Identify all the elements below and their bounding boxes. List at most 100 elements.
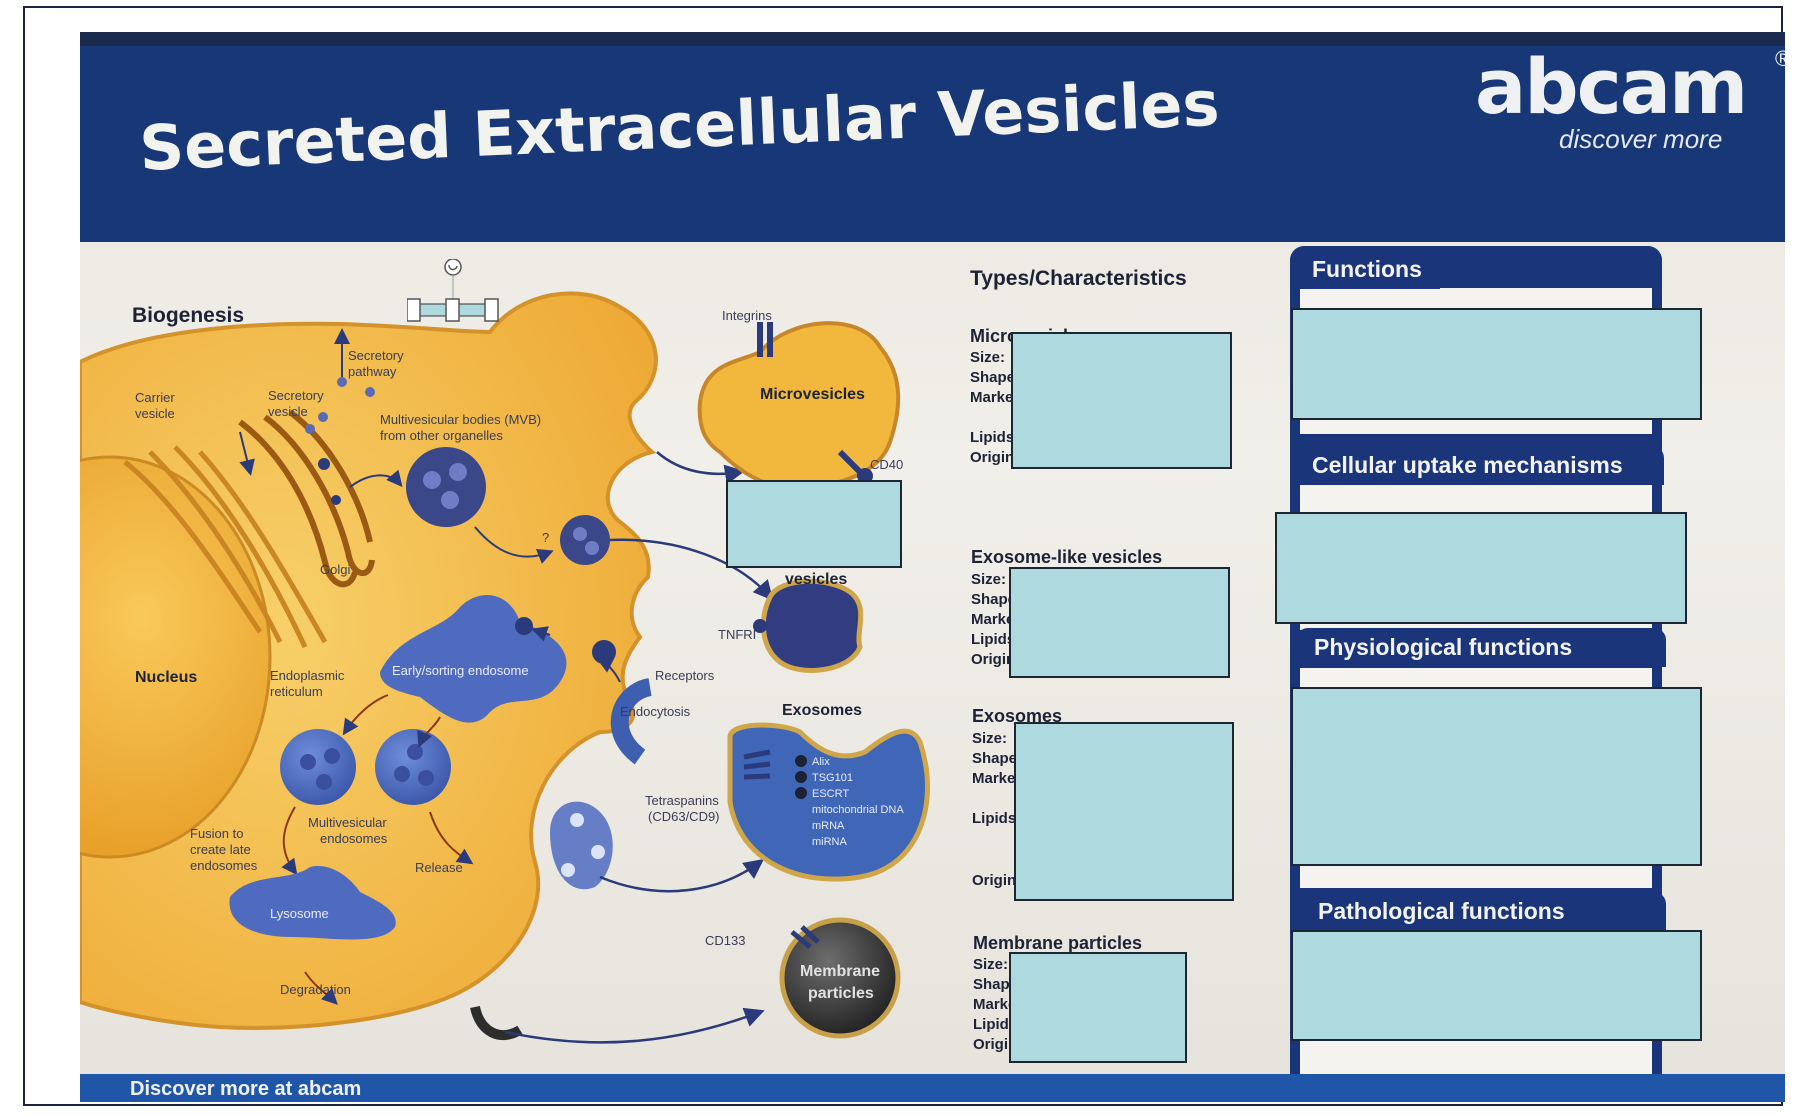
er-label: Endoplasmic: [270, 668, 345, 683]
exosome-content-tsg101: TSG101: [812, 772, 853, 784]
mv-origin-field: Origin:: [970, 449, 1019, 466]
degradation-label: Degradation: [280, 982, 351, 997]
functions-heading: Functions: [1294, 250, 1440, 289]
header-top-strip: [80, 32, 1785, 46]
mask-microvesicles[interactable]: [1011, 332, 1232, 469]
registered-mark: ®: [1775, 46, 1785, 71]
fusion-label-3: endosomes: [190, 858, 258, 873]
vesicles-partial-label: vesicles: [785, 571, 847, 588]
question-label: ?: [542, 530, 549, 545]
nucleus-label: Nucleus: [135, 669, 197, 686]
ex-shape-field: Shape:: [972, 750, 1022, 767]
tnfri-label: TNFRI: [718, 627, 756, 642]
membrane-particles-label-2: particles: [808, 985, 874, 1002]
cd133-label: CD133: [705, 933, 745, 948]
poster-header: Secreted Extracellular Vesicles abcam ® …: [80, 32, 1785, 242]
endocytosis-label: Endocytosis: [620, 704, 691, 719]
endoplasmic-reticulum: [123, 445, 328, 649]
lysosome: [229, 866, 396, 940]
secretory-vesicle-label: Secretory: [268, 388, 324, 403]
pathological-heading: Pathological functions: [1300, 892, 1666, 931]
ex-origin-field: Origin:: [972, 872, 1021, 889]
secretory-pathway-label: Secretory: [348, 348, 404, 363]
ex-size-field: Size:: [972, 730, 1007, 747]
poster-footer: Discover more at abcam: [80, 1074, 1785, 1102]
right-resize-handle[interactable]: [484, 298, 499, 322]
exosome-content-alix: Alix: [812, 756, 830, 768]
mvb-label: Multivesicular bodies (MVB): [380, 412, 541, 427]
exosomes-group-title: Exosomes: [972, 706, 1062, 726]
membrane-particle-shape: [779, 917, 901, 1039]
carrier-vesicle-label: Carrier: [135, 390, 175, 405]
el-lipids-field: Lipids:: [971, 631, 1020, 648]
cd40-label: CD40: [870, 457, 903, 472]
biogenesis-heading: Biogenesis: [132, 304, 244, 327]
center-resize-handle[interactable]: [445, 298, 460, 322]
rotate-icon[interactable]: [444, 259, 462, 276]
exosome-content-mirna: miRNA: [812, 836, 847, 848]
microvesicle-shape: [697, 321, 901, 490]
mask-functions[interactable]: [1291, 308, 1702, 420]
carrier-vesicle-label-2: vesicle: [135, 406, 175, 421]
mv-size-field: Size:: [970, 349, 1005, 366]
membrane-particles-group-title: Membrane particles: [973, 933, 1142, 953]
exosome-shape: [727, 722, 930, 882]
tnfri-receptor: [753, 619, 767, 633]
membrane-fusion-mvb: [560, 515, 610, 565]
exosome-content-escrt: ESCRT: [812, 788, 849, 800]
exosome-content-markers: [795, 755, 807, 799]
integrins-label: Integrins: [722, 308, 772, 323]
membrane-particles-label: Membrane: [800, 963, 880, 980]
exosome-like-group-title: Exosome-like vesicles: [971, 547, 1162, 567]
early-endosome-label: Early/sorting endosome: [392, 663, 529, 678]
brand-logo: abcam ® discover more: [1475, 42, 1785, 162]
tetraspanins-label-2: (CD63/CD9): [648, 809, 720, 824]
uptake-heading: Cellular uptake mechanisms: [1294, 446, 1664, 485]
mask-vesicles-label[interactable]: [726, 480, 902, 568]
golgi-label: Golgi: [320, 562, 350, 577]
nucleus-shape: [80, 455, 272, 859]
membrane-particle-bud: [470, 1005, 523, 1040]
lysosome-label: Lysosome: [270, 906, 329, 921]
svg-text:Tetraspanins(CD63/CD9): Tetraspanins(CD63/CD9): [645, 793, 720, 824]
mask-exosomes[interactable]: [1014, 722, 1234, 901]
cd40-receptor: [837, 449, 863, 475]
left-resize-handle[interactable]: [407, 298, 421, 322]
ex-lipids-field: Lipids:: [972, 810, 1021, 827]
microvesicles-label: Microvesicles: [760, 386, 865, 403]
mask-physiological[interactable]: [1291, 687, 1702, 866]
mask-membrane-particles[interactable]: [1009, 952, 1187, 1063]
mask-uptake[interactable]: [1275, 512, 1687, 624]
mvb-label-2: from other organelles: [380, 428, 503, 443]
multivesicular-endosome-2: [375, 729, 451, 805]
secretory-vesicle-label-2: vesicle: [268, 404, 308, 419]
er-label-2: reticulum: [270, 684, 323, 699]
tetraspanins-label: Tetraspanins: [645, 793, 719, 808]
footer-text: Discover more at abcam: [130, 1078, 362, 1100]
mvb-organelle: [406, 447, 486, 527]
el-origin-field: Origin:: [971, 651, 1020, 668]
integrin-receptor: [757, 322, 773, 357]
svg-text:Multivesicular bodies (MVB)fro: Multivesicular bodies (MVB)from other or…: [380, 412, 541, 443]
fusion-label-2: create late: [190, 842, 251, 857]
mask-pathological[interactable]: [1291, 930, 1702, 1041]
secretory-vesicles: [305, 377, 375, 505]
fusion-label: Fusion to: [190, 826, 243, 841]
endocytosis-dip: [610, 678, 653, 765]
el-shape-field: Shape:: [971, 591, 1021, 608]
secretory-pathway-label-2: pathway: [348, 364, 397, 379]
tetraspanin-receptor: [743, 749, 771, 780]
characteristics-heading: Types/Characteristics: [970, 267, 1187, 290]
resize-handle-widget[interactable]: [407, 259, 499, 329]
mask-exosome-like[interactable]: [1009, 567, 1230, 678]
exosome-content-mtdna: mitochondrial DNA: [812, 804, 904, 816]
exosome-like-vesicle: [760, 578, 864, 673]
golgi-apparatus: [238, 409, 375, 588]
mp-size-field: Size:: [973, 956, 1008, 973]
